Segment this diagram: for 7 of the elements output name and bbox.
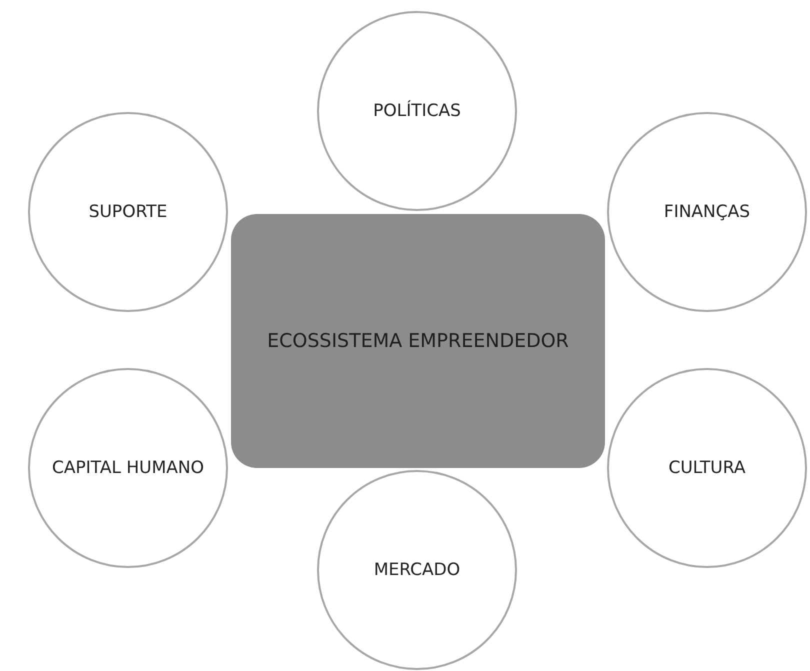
category-circle: CAPITAL HUMANO (28, 368, 228, 568)
category-circle: FINANÇAS (607, 112, 807, 312)
category-circle: POLÍTICAS (317, 11, 517, 211)
central-box: ECOSSISTEMA EMPREENDEDOR (231, 214, 605, 468)
category-circle: MERCADO (317, 470, 517, 670)
category-circle: CULTURA (607, 368, 807, 568)
category-circle: SUPORTE (28, 112, 228, 312)
